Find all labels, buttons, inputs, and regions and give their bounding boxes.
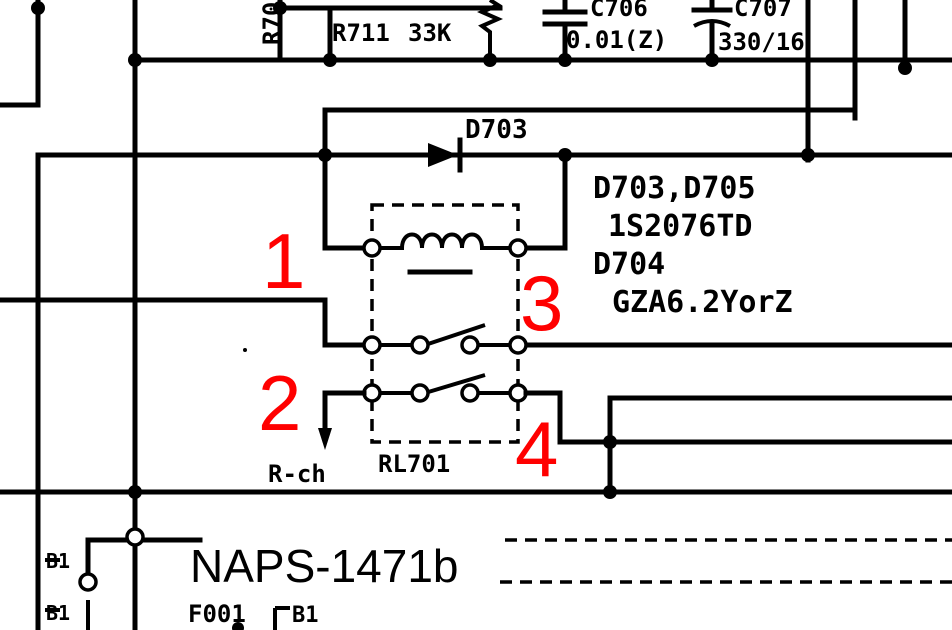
c706-capacitor <box>542 0 588 27</box>
c706-label: C706 <box>590 0 648 22</box>
board-label: NAPS-1471b <box>190 540 459 592</box>
bottom-wiring <box>45 537 952 630</box>
r70x-label: R70 <box>258 2 286 45</box>
b1-fuse-rail-label: B1 <box>292 603 319 628</box>
output-wiring <box>523 390 952 495</box>
c706-value-label: 0.01(Z) <box>566 26 667 54</box>
pin-number-3: 3 <box>520 259 563 347</box>
c707-label: C707 <box>734 0 792 22</box>
note-line-4: GZA6.2YorZ <box>612 285 793 320</box>
note-line-1: D703,D705 <box>593 171 756 206</box>
c707-capacitor <box>691 0 733 28</box>
pin-number-4: 4 <box>515 405 558 493</box>
middle-wiring <box>0 107 952 630</box>
b1-rail-bottom-label: B1 <box>46 601 70 625</box>
r711-resistor <box>477 0 503 60</box>
r-ch-line <box>318 390 367 450</box>
pin-number-2: 2 <box>258 359 301 447</box>
d703-diode <box>428 137 463 173</box>
c707-value-label: 330/16 <box>718 28 805 56</box>
note-line-3: D704 <box>593 247 665 282</box>
r711-value-label: 33K <box>408 19 452 47</box>
r-ch-label: R-ch <box>268 460 326 488</box>
relay-rl701 <box>362 203 528 444</box>
fuse-label: F001 <box>188 600 246 628</box>
pin-number-1: 1 <box>262 217 305 305</box>
b1-rail-label: B1 <box>46 549 70 573</box>
d703-label: D703 <box>465 115 528 145</box>
top-wiring <box>0 0 952 543</box>
r711-label: R711 <box>332 19 390 47</box>
rl701-label: RL701 <box>378 450 450 478</box>
note-line-2: 1S2076TD <box>608 209 753 244</box>
